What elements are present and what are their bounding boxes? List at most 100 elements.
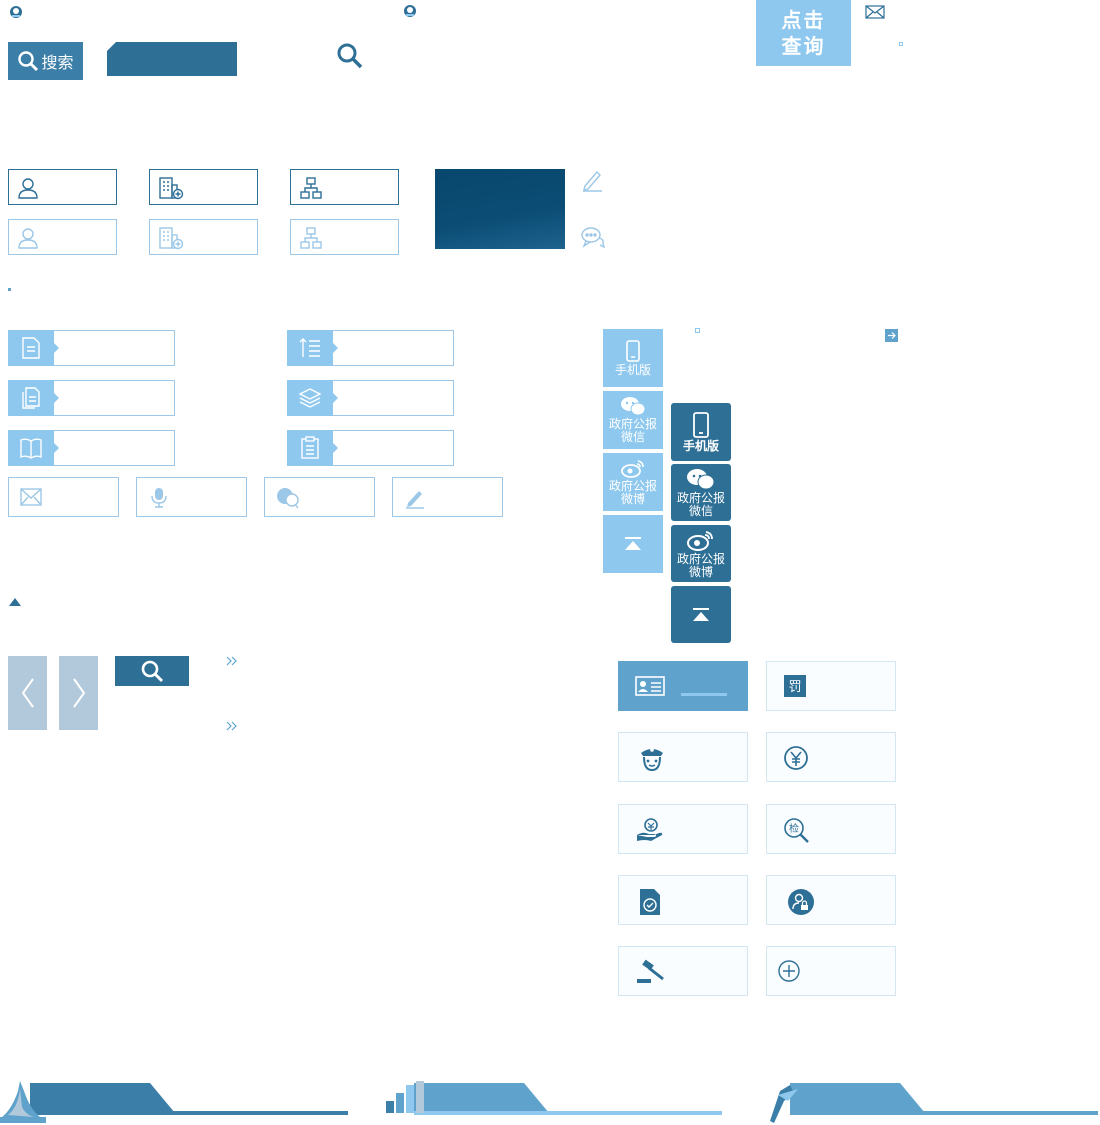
marker-dot — [695, 328, 700, 333]
side-mobile-button[interactable]: 手机版 — [603, 329, 663, 387]
layers-icon — [287, 380, 338, 416]
back-to-top-icon — [693, 607, 709, 621]
service-tile-approval[interactable] — [618, 875, 748, 925]
emblem-icon — [403, 4, 417, 18]
side-top-button[interactable] — [603, 515, 663, 573]
banner-left[interactable] — [0, 1081, 350, 1125]
double-chevron-right-icon[interactable] — [225, 655, 239, 667]
org-chart-icon — [299, 226, 323, 250]
user-icon — [17, 226, 39, 250]
svg-text:检: 检 — [789, 822, 799, 835]
side-label: 政府公报微信 — [608, 417, 657, 444]
documents-icon — [8, 380, 59, 416]
consult-button[interactable] — [264, 477, 375, 517]
sort-list-icon — [287, 330, 338, 366]
banner-middle[interactable] — [384, 1081, 724, 1125]
personal-button-light[interactable] — [8, 219, 117, 255]
org-chart-icon — [299, 176, 323, 200]
mail-icon — [19, 486, 43, 508]
search-input[interactable] — [107, 42, 237, 76]
penalty-icon: 罚 — [783, 674, 807, 698]
pencil-icon — [403, 486, 427, 510]
arrow-right-icon[interactable] — [885, 329, 898, 342]
department-button[interactable] — [290, 169, 399, 205]
service-tile-court[interactable] — [618, 946, 748, 996]
mail-icon[interactable] — [865, 5, 885, 19]
yuan-icon — [783, 745, 809, 771]
search-button-label: 搜索 — [41, 53, 74, 72]
query-button[interactable]: 点击 查询 — [756, 0, 851, 66]
enterprise-button-light[interactable] — [149, 219, 258, 255]
user-icon — [17, 176, 39, 200]
microphone-icon — [147, 486, 171, 510]
list-item-layers[interactable] — [287, 380, 454, 416]
side-top-button-dark[interactable] — [671, 586, 731, 643]
hand-coin-icon — [635, 817, 665, 843]
prev-arrow-button[interactable] — [8, 656, 47, 730]
feedback-button[interactable] — [392, 477, 503, 517]
search-icon[interactable] — [336, 42, 364, 70]
next-arrow-button[interactable] — [59, 656, 98, 730]
list-item-clipboard[interactable] — [287, 430, 454, 466]
chat-icon[interactable] — [580, 225, 606, 249]
weibo-icon — [621, 460, 644, 478]
underline — [681, 693, 727, 696]
inspection-search-icon: 检 — [783, 817, 811, 845]
chevron-left-icon — [21, 678, 34, 708]
double-chevron-right-icon[interactable] — [225, 720, 239, 732]
side-wechat-button-dark[interactable]: 政府公报微信 — [671, 464, 731, 521]
service-tile-police[interactable] — [618, 732, 748, 782]
side-label: 手机版 — [682, 438, 719, 453]
interview-button[interactable] — [136, 477, 247, 517]
document-check-icon — [639, 888, 661, 916]
weibo-icon — [687, 530, 713, 551]
service-tile-more[interactable] — [766, 946, 896, 996]
service-tile-account[interactable] — [766, 875, 896, 925]
police-icon — [637, 745, 667, 773]
side-weibo-button[interactable]: 政府公报微博 — [603, 453, 663, 511]
gavel-icon — [635, 959, 669, 985]
banner-right[interactable] — [760, 1081, 1100, 1125]
chat-bubbles-icon — [275, 486, 301, 510]
service-tile-welfare[interactable] — [618, 804, 748, 854]
list-item-document[interactable] — [8, 330, 175, 366]
side-label: 手机版 — [614, 362, 651, 377]
side-wechat-button[interactable]: 政府公报微信 — [603, 391, 663, 449]
service-tile-finance[interactable] — [766, 732, 896, 782]
search-button[interactable]: 搜索 — [8, 42, 83, 80]
chevron-right-icon — [72, 678, 85, 708]
side-label: 政府公报微博 — [676, 551, 725, 579]
personal-button[interactable] — [8, 169, 117, 205]
search-icon — [141, 660, 164, 683]
marker-dot — [8, 288, 11, 291]
marker-dot — [899, 42, 903, 46]
plus-circle-icon — [777, 959, 801, 983]
service-tile-id-card[interactable] — [618, 661, 748, 711]
side-label: 政府公报微信 — [676, 490, 725, 518]
enterprise-button[interactable] — [149, 169, 258, 205]
feature-image[interactable] — [435, 169, 565, 249]
list-item-documents[interactable] — [8, 380, 175, 416]
search-button-small[interactable] — [115, 656, 189, 686]
caret-up-icon[interactable] — [8, 597, 22, 607]
emblem-icon — [9, 5, 23, 19]
search-icon — [17, 50, 39, 72]
mailbox-button[interactable] — [8, 477, 119, 517]
list-item-sort[interactable] — [287, 330, 454, 366]
side-mobile-button-dark[interactable]: 手机版 — [671, 403, 731, 461]
list-item-book[interactable] — [8, 430, 175, 466]
wechat-icon — [621, 397, 646, 416]
book-icon — [8, 430, 59, 466]
service-tile-inspection[interactable]: 检 — [766, 804, 896, 854]
side-label: 政府公报微博 — [608, 479, 657, 506]
building-add-icon — [158, 226, 184, 250]
pencil-icon[interactable] — [580, 168, 604, 192]
document-icon — [8, 330, 59, 366]
clipboard-icon — [287, 430, 338, 466]
department-button-light[interactable] — [290, 219, 399, 255]
query-button-line1: 点击 — [781, 8, 826, 32]
side-weibo-button-dark[interactable]: 政府公报微博 — [671, 525, 731, 582]
building-add-icon — [158, 176, 184, 200]
id-card-icon — [635, 676, 665, 696]
service-tile-penalty[interactable]: 罚 — [766, 661, 896, 711]
